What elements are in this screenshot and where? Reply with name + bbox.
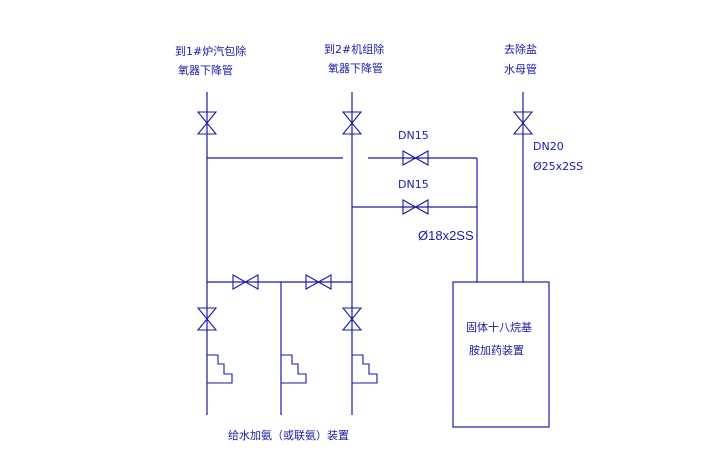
label-dn20: DN20 (533, 140, 564, 153)
label-left-line1: 到1#炉汽包除 (175, 44, 246, 58)
label-tank-line2: 胺加药装置 (469, 343, 524, 357)
label-middle-line1: 到2#机组除 (324, 42, 384, 56)
valve-left-bottom (196, 307, 218, 331)
label-left-line2: 氧器下降管 (178, 63, 233, 77)
label-size-middle: Ø18x2SS (418, 228, 474, 243)
dosing-tank (452, 281, 550, 428)
label-tank-line1: 固体十八烷基 (466, 320, 532, 334)
valve-cross-left (232, 274, 259, 290)
valve-middle-top (341, 111, 363, 135)
valve-left-top (196, 111, 218, 135)
dosing-unit-center (281, 354, 307, 384)
label-dn15-upper: DN15 (398, 129, 429, 142)
label-size-right: Ø25x2SS (533, 160, 583, 173)
dosing-unit-right (352, 354, 378, 384)
valve-middle-bottom (341, 307, 363, 331)
valve-right-top (512, 111, 534, 135)
dosing-unit-left (207, 354, 233, 384)
label-right-line1: 去除盐 (504, 42, 537, 56)
label-dn15-lower: DN15 (398, 178, 429, 191)
label-bottom: 给水加氨（或联氨）装置 (228, 429, 349, 442)
valve-dn15-upper (402, 150, 429, 166)
label-right-line2: 水母管 (504, 62, 537, 76)
label-middle-line2: 氧器下降管 (328, 61, 383, 75)
valve-cross-right (305, 274, 332, 290)
valve-dn15-lower (402, 199, 429, 215)
